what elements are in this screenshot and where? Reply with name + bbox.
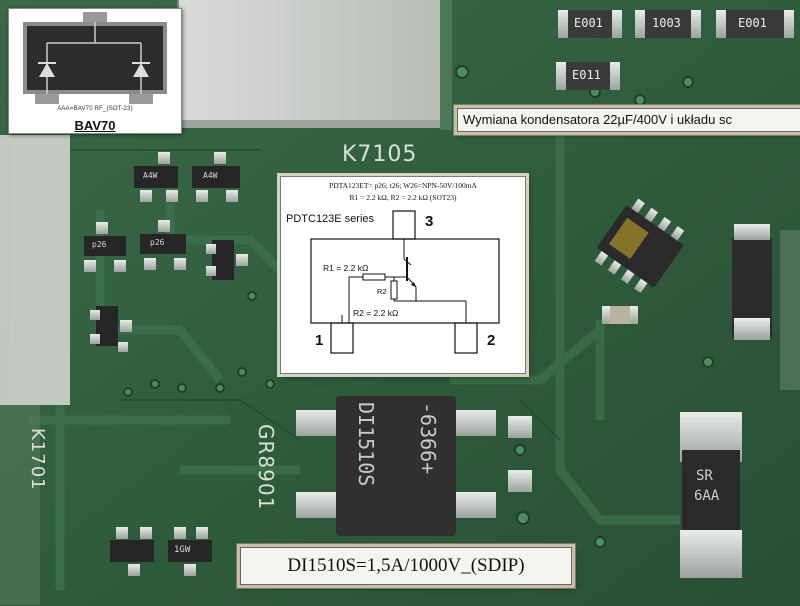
pdtc-r1-label: R1 = 2.2 kΩ [323, 263, 369, 273]
sot-marking: A4W [203, 171, 218, 180]
caption-top: Wymiana kondensatora 22µF/400V i układu … [457, 108, 800, 132]
bav70-title: BAV70 [74, 118, 116, 133]
silkscreen-k7105: K7105 [342, 142, 418, 167]
silkscreen-gr8901: GR8901 [254, 424, 278, 511]
pdtc-series-label: PDTC123E series [286, 213, 375, 225]
bav70-diagram-inset: AAA=BAV70 RF_(SOT-23) BAV70 [8, 8, 182, 134]
cap-marking: 1003 [652, 16, 681, 30]
pdtc-r2-short-label: R2 [377, 287, 387, 296]
silkscreen-k1701: K1701 [27, 428, 48, 491]
bridge-marking: DI1510S [354, 402, 378, 487]
cap-marking: E001 [738, 16, 767, 30]
sot-marking: 1GW [174, 545, 191, 555]
cap-marking: E011 [572, 68, 601, 82]
sot-marking: p26 [92, 240, 107, 249]
pdtc-r2-label: R2 = 2.2 kΩ [353, 308, 399, 318]
pdtc-header-line1: PDTA123ET= p26; t26; W26=NPN-50V/100mA [329, 181, 477, 190]
pdtc-schematic [310, 210, 500, 354]
diode-marking: 6AA [694, 488, 720, 504]
bav70-package-text: AAA=BAV70 RF_(SOT-23) [57, 106, 133, 112]
bav70-symbol-diagram [23, 12, 167, 104]
pdtc-header-line2: R1 = 2.2 kΩ, R2 = 2.2 kΩ (SOT23) [349, 193, 457, 202]
pdtc-pin3-label: 3 [425, 213, 434, 230]
sot-marking: p26 [150, 238, 165, 247]
caption-bottom: DI1510S=1,5A/1000V_(SDIP) [240, 547, 572, 585]
bridge-marking: -6366+ [416, 402, 440, 475]
sot-marking: A4W [143, 171, 158, 180]
diode-marking: SR [696, 468, 713, 484]
pdtc123e-diagram-inset: PDTA123ET= p26; t26; W26=NPN-50V/100mA R… [280, 176, 526, 374]
pdtc-pin2-label: 2 [487, 332, 496, 349]
pdtc-pin1-label: 1 [315, 332, 324, 349]
cap-marking: E001 [574, 16, 603, 30]
